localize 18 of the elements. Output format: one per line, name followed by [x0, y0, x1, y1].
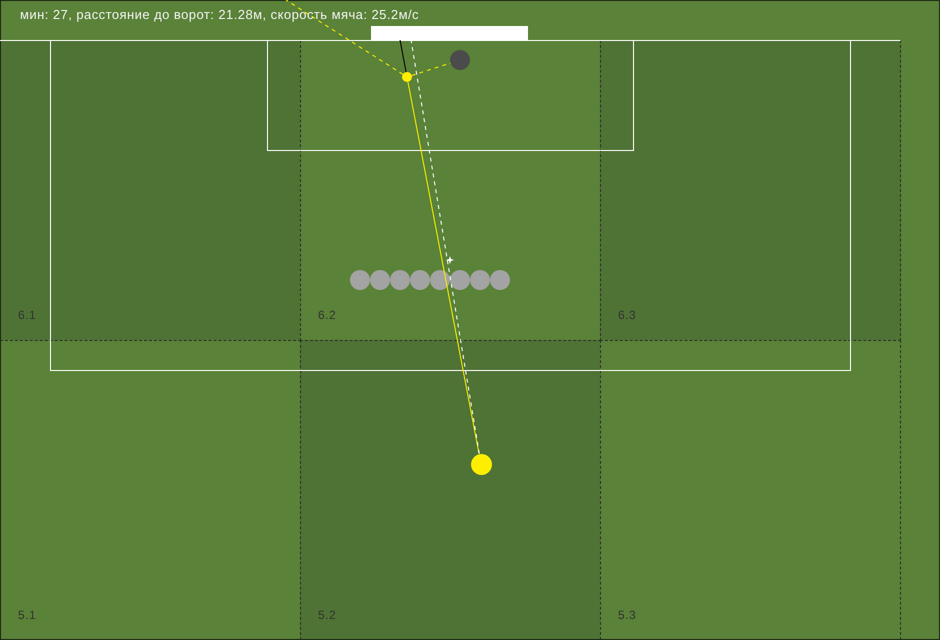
- zone-label: 6.2: [318, 308, 336, 322]
- zone-area: [300, 340, 601, 640]
- goal-bar: [371, 26, 528, 40]
- zone-label: 5.1: [18, 608, 36, 622]
- zone-label: 6.1: [18, 308, 36, 322]
- title-text: мин: 27, расстояние до ворот: 21.28м, скорость мяча: 25.2м/с: [20, 7, 419, 22]
- impact-point: [402, 72, 412, 82]
- dashed-trajectory-line: [411, 62, 451, 76]
- zone-area: [0, 40, 301, 341]
- ball: [470, 454, 492, 474]
- zone-area: [600, 40, 901, 341]
- zone-label: 5.3: [618, 608, 636, 622]
- goalkeeper-marker: [450, 50, 470, 70]
- zone-label: 5.2: [318, 608, 336, 622]
- dashed-trajectory-line: [286, 0, 404, 75]
- zone-label: 6.3: [618, 308, 636, 322]
- zone-area: [600, 340, 901, 640]
- trajectory-line: [400, 40, 407, 73]
